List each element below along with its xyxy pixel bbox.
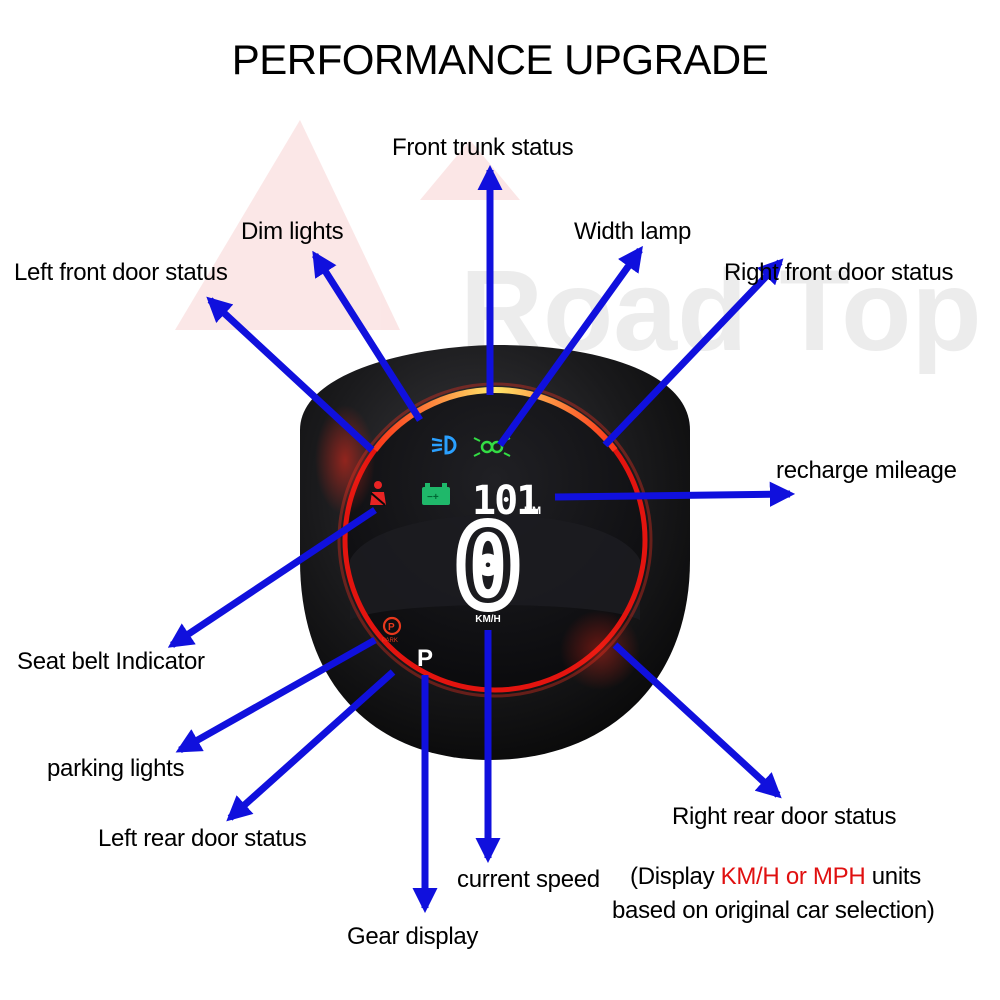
- label-width-lamp: Width lamp: [574, 218, 692, 245]
- label-dim-lights: Dim lights: [241, 218, 344, 245]
- svg-text:PARK: PARK: [382, 638, 398, 644]
- speed-readout: 0: [454, 503, 521, 633]
- arrow-right-rear-door: [612, 642, 782, 799]
- seatbelt-icon: [370, 481, 386, 506]
- battery-icon: −+: [422, 483, 450, 505]
- arrow-seat-belt: [167, 507, 377, 648]
- label-right-rear-door: Right rear door status: [672, 803, 897, 830]
- gear-readout: P: [417, 645, 433, 672]
- arrow-recharge-mileage: [554, 481, 796, 507]
- arrow-left-rear-door: [226, 669, 396, 822]
- label-units-note-line2: based on original car selection): [612, 897, 935, 924]
- arrow-width-lamp: [497, 245, 643, 448]
- watermark: Road Top: [175, 120, 982, 375]
- label-seat-belt: Seat belt Indicator: [17, 648, 205, 675]
- arrow-parking-lights: [175, 636, 377, 754]
- label-left-rear-door: Left rear door status: [98, 825, 307, 852]
- label-right-front-door: Right front door status: [724, 259, 954, 286]
- speed-unit: KM/H: [475, 614, 501, 625]
- arrow-right-front-door: [602, 258, 784, 448]
- label-recharge-mileage: recharge mileage: [776, 457, 957, 484]
- label-left-front-door: Left front door status: [14, 259, 228, 286]
- page-title: PERFORMANCE UPGRADE: [231, 36, 769, 83]
- units-note-suffix: units: [865, 863, 922, 890]
- arrow-left-front-door: [206, 296, 375, 453]
- svg-text:−+: −+: [427, 492, 439, 503]
- label-gear-display: Gear display: [347, 923, 479, 950]
- svg-text:P: P: [388, 622, 395, 633]
- arrow-dim-lights: [312, 250, 423, 422]
- mileage-unit: KM: [524, 505, 541, 517]
- label-current-speed: current speed: [457, 866, 600, 893]
- mileage-readout: 101: [472, 478, 539, 524]
- dim-lights-icon: [431, 435, 457, 455]
- units-note-highlight: KM/H or MPH: [720, 863, 866, 890]
- label-units-note: (Display KM/H or MPH units: [630, 865, 921, 889]
- parking-brake-icon: P PARK: [382, 616, 402, 644]
- label-parking-lights: parking lights: [47, 755, 185, 782]
- units-note-prefix: (Display: [630, 863, 721, 890]
- label-front-trunk: Front trunk status: [392, 134, 574, 161]
